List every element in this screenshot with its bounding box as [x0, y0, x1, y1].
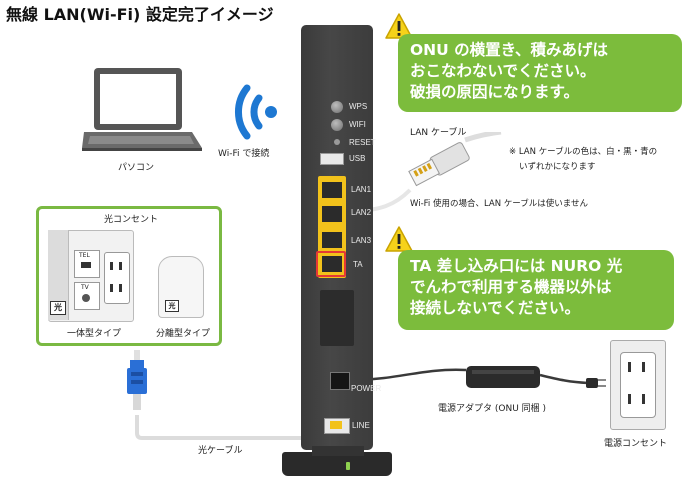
laptop-icon: [82, 68, 202, 151]
tv-label: TV: [81, 284, 89, 291]
lan-port-1[interactable]: [322, 182, 342, 198]
wps-button[interactable]: [331, 101, 343, 113]
ac-slot: [119, 284, 122, 292]
wall-slot: [642, 362, 645, 372]
reset-label: RESET: [349, 138, 376, 147]
ac-adapter-icon: [466, 366, 540, 388]
vent: [320, 290, 354, 346]
fiber-connector-icon: [127, 350, 147, 410]
warning-bottom: TA 差し込み口には NURO 光 でんわで利用する機器以外は 接続しないでくだ…: [398, 250, 674, 330]
wall-outlet-face: [620, 352, 656, 418]
page-title: 無線 LAN(Wi-Fi) 設定完了イメージ: [6, 5, 274, 24]
ta-port-highlight: [316, 251, 346, 277]
wifi-button[interactable]: [331, 119, 343, 131]
lan-port-3[interactable]: [322, 232, 342, 248]
wall-slot: [628, 394, 631, 404]
lan-note-line-1: ※ LAN ケーブルの色は、白・黒・青の: [509, 147, 658, 157]
wifi-icon: [235, 84, 277, 140]
power-outlet-label: 電源コンセント: [604, 439, 668, 449]
ac-slot: [110, 284, 113, 292]
ta-label: TA: [353, 260, 363, 269]
ac-outlet-small: [104, 252, 130, 304]
outlet-title: 光コンセント: [104, 215, 159, 225]
lan-cable-icon: [408, 132, 502, 187]
tel-label: TEL: [79, 252, 90, 259]
power-plug-icon: [586, 378, 606, 388]
onu-stand-neck: [312, 446, 364, 456]
power-port[interactable]: [330, 372, 350, 390]
warning-bottom-line-3: 接続しないでください。: [410, 299, 581, 317]
adapter-label: 電源アダプタ (ONU 同梱 ): [438, 404, 547, 414]
warning-top-line-1: ONU の横置き、積みあげは: [410, 41, 609, 59]
tv-jack: [74, 282, 100, 310]
ac-slot: [110, 262, 113, 270]
lan1-label: LAN1: [351, 185, 372, 194]
usb-port[interactable]: [320, 153, 344, 165]
lan3-label: LAN3: [351, 236, 372, 245]
tv-slot: [82, 294, 90, 302]
integrated-label: 一体型タイプ: [67, 329, 122, 339]
warning-top-line-2: おこなわないでください。: [410, 62, 596, 80]
onu-stand: [282, 452, 392, 476]
power-label: POWER: [351, 384, 382, 393]
lan2-label: LAN2: [351, 208, 372, 217]
wifi-label: Wi-Fi で接続: [218, 149, 270, 159]
warning-top: ONU の横置き、積みあげは おこなわないでください。 破損の原因になります。: [398, 34, 682, 112]
separate-hikari-mark: 光: [165, 300, 179, 312]
wall-slot: [642, 394, 645, 404]
separate-label: 分離型タイプ: [156, 329, 211, 339]
warning-bottom-line-2: でんわで利用する機器以外は: [410, 278, 612, 296]
hikari-mark: 光: [50, 301, 66, 315]
line-port-plug: [330, 421, 342, 429]
line-label: LINE: [352, 421, 370, 430]
status-led: [346, 462, 350, 470]
lan-port-2[interactable]: [322, 206, 342, 222]
pc-label: パソコン: [118, 163, 155, 173]
warning-icon: [385, 226, 413, 252]
lan-cable-label: LAN ケーブル: [410, 128, 467, 138]
ac-slot: [119, 262, 122, 270]
wifi-note: Wi-Fi 使用の場合、LAN ケーブルは使いません: [410, 199, 589, 209]
integrated-outlet-strip: [48, 230, 69, 320]
tel-slot: [81, 262, 91, 268]
wifi-button-label: WIFI: [349, 120, 366, 129]
ta-port[interactable]: [322, 256, 342, 272]
warning-bottom-line-1: TA 差し込み口には NURO 光: [410, 257, 623, 275]
warning-top-line-3: 破損の原因になります。: [410, 83, 579, 101]
usb-label: USB: [349, 154, 366, 163]
reset-button[interactable]: [334, 139, 340, 145]
wps-label: WPS: [349, 102, 368, 111]
wall-slot: [628, 362, 631, 372]
lan-note-line-2: いずれかになります: [519, 162, 596, 172]
fiber-cable-label: 光ケーブル: [198, 446, 243, 456]
